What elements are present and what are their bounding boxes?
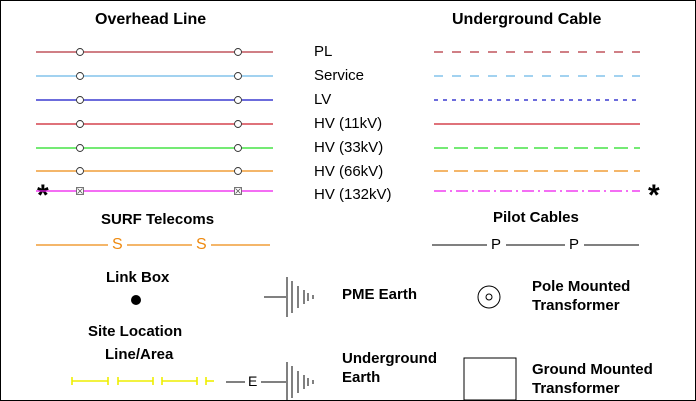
overhead-pole-pl-1 bbox=[76, 48, 84, 56]
pole-mounted-label-2: Transformer bbox=[532, 297, 620, 314]
site-location-label-2: Line/Area bbox=[105, 346, 174, 363]
link-box-heading: Link Box bbox=[106, 269, 170, 286]
site-location-label-1: Site Location bbox=[88, 323, 183, 340]
overhead-pole-service-1 bbox=[76, 72, 84, 80]
pole-mounted-label-1: Pole Mounted bbox=[532, 278, 631, 295]
overhead-pole-hv-11kv-1 bbox=[76, 120, 84, 128]
line-label-hv-11kv: HV (11kV) bbox=[314, 115, 383, 132]
overhead-pole-hv-33kv-1 bbox=[76, 144, 84, 152]
pilot-p-marker-1: P bbox=[491, 236, 502, 253]
ground-mounted-label-2: Transformer bbox=[532, 380, 620, 397]
ground-mounted-label-1: Ground Mounted bbox=[532, 361, 653, 378]
overhead-pole-service-2 bbox=[234, 72, 242, 80]
underground-earth-label-2: Earth bbox=[342, 369, 381, 386]
overhead-line-heading: Overhead Line bbox=[95, 11, 207, 28]
overhead-pole-hv-66kv-1 bbox=[76, 167, 84, 175]
line-label-hv-33kv: HV (33kV) bbox=[314, 139, 384, 156]
line-label-lv: LV bbox=[314, 91, 332, 108]
asterisk-left: * bbox=[37, 179, 49, 212]
overhead-pole-lv-2 bbox=[234, 96, 242, 104]
overhead-pole-hv-11kv-2 bbox=[234, 120, 242, 128]
overhead-pole-cross-hv-132kv-1 bbox=[77, 188, 83, 194]
pme-earth-symbol bbox=[264, 277, 314, 317]
pilot-cables-heading: Pilot Cables bbox=[493, 209, 579, 226]
underground-earth-symbol bbox=[226, 362, 314, 401]
surf-s-marker-2: S bbox=[196, 236, 207, 253]
site-location-line-symbol bbox=[71, 377, 214, 385]
overhead-pole-hv-33kv-2 bbox=[234, 144, 242, 152]
link-box-symbol bbox=[131, 295, 141, 305]
pme-earth-label: PME Earth bbox=[342, 286, 418, 303]
earth-e-marker: E bbox=[248, 373, 258, 389]
surf-telecoms-heading: SURF Telecoms bbox=[101, 211, 215, 228]
surf-s-marker-1: S bbox=[112, 236, 123, 253]
underground-earth-label-1: Underground bbox=[342, 350, 437, 367]
line-label-hv-66kv: HV (66kV) bbox=[314, 163, 384, 180]
pole-mounted-transformer-symbol bbox=[477, 285, 501, 309]
overhead-pole-lv-1 bbox=[76, 96, 84, 104]
overhead-pole-hv-66kv-2 bbox=[234, 167, 242, 175]
line-label-pl: PL bbox=[314, 43, 333, 60]
asterisk-right: * bbox=[648, 179, 660, 212]
pilot-p-marker-2: P bbox=[569, 236, 580, 253]
overhead-pole-cross-hv-132kv-2 bbox=[235, 188, 241, 194]
ground-mounted-transformer-symbol bbox=[463, 357, 517, 401]
line-label-service: Service bbox=[314, 67, 365, 84]
overhead-pole-pl-2 bbox=[234, 48, 242, 56]
line-label-hv-132kv: HV (132kV) bbox=[314, 186, 392, 203]
underground-cable-heading: Underground Cable bbox=[452, 11, 602, 28]
